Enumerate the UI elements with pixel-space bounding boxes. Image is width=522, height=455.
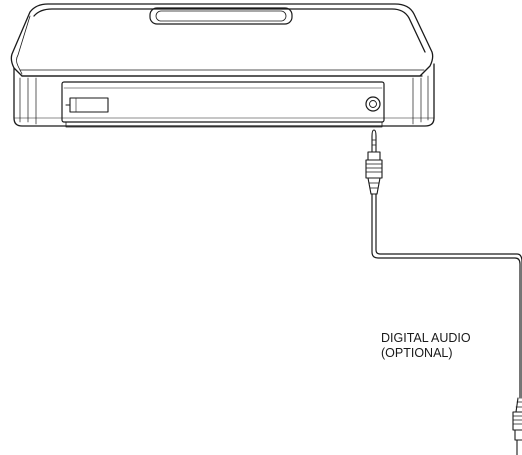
rear-connector-block — [65, 97, 109, 113]
callout-line-2: (OPTIONAL) — [381, 346, 453, 360]
dock-lid — [10, 3, 434, 77]
audio-cable — [371, 193, 522, 399]
lid-handle — [149, 7, 293, 25]
audio-plug-end — [512, 397, 522, 455]
audio-jack-port — [365, 96, 381, 112]
callout-line-1: DIGITAL AUDIO — [381, 331, 471, 345]
audio-plug — [365, 129, 383, 195]
dock-base — [13, 63, 435, 127]
digital-audio-callout: DIGITAL AUDIO (OPTIONAL) — [381, 331, 471, 361]
rear-panel — [61, 81, 385, 128]
dock-unit — [10, 3, 435, 128]
